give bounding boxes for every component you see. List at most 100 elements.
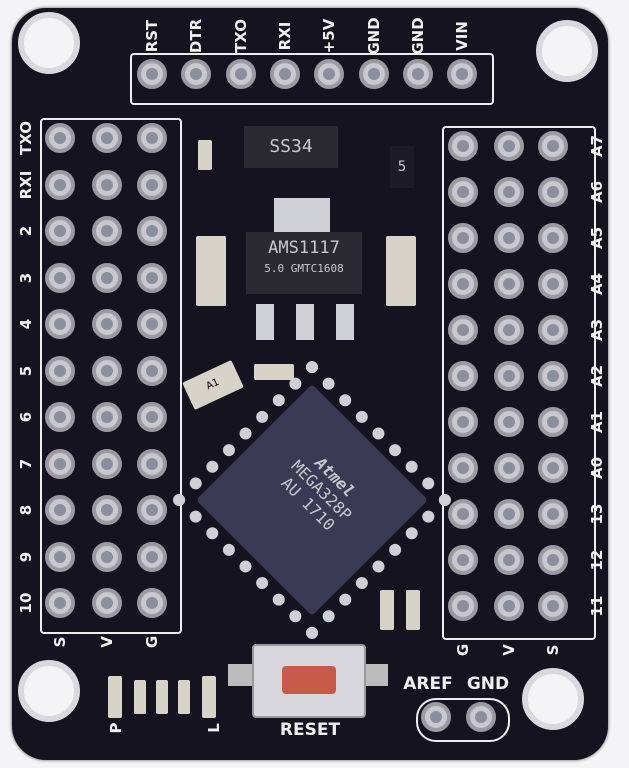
pin-label: TXO xyxy=(17,120,35,156)
pin-4[interactable] xyxy=(92,309,122,339)
pin-5[interactable] xyxy=(45,355,75,386)
pin-3[interactable] xyxy=(137,262,167,293)
pin-a5[interactable] xyxy=(538,223,568,253)
pin-a1[interactable] xyxy=(538,407,568,437)
pin-rxi[interactable] xyxy=(45,169,75,200)
pin-a2[interactable] xyxy=(494,361,524,391)
pin-4[interactable] xyxy=(137,309,167,339)
pin-label: +5V xyxy=(320,18,339,54)
pin-7[interactable] xyxy=(137,448,167,479)
column-label: G xyxy=(143,635,161,649)
pin-a2[interactable] xyxy=(448,361,478,391)
pin-10[interactable] xyxy=(45,588,75,618)
pin-a5[interactable] xyxy=(448,223,478,253)
pin-10[interactable] xyxy=(137,588,167,618)
header-pin-dtr[interactable] xyxy=(181,59,212,89)
pin-label: DTR xyxy=(187,18,206,54)
pin-6[interactable] xyxy=(45,402,75,432)
pin-label: A3 xyxy=(588,318,606,342)
pin-a0[interactable] xyxy=(448,453,478,483)
pin-a7[interactable] xyxy=(448,131,478,161)
pin-2[interactable] xyxy=(137,216,167,246)
pin-3[interactable] xyxy=(45,262,75,293)
pin-8[interactable] xyxy=(92,495,122,525)
resistor xyxy=(380,590,394,630)
pin-11[interactable] xyxy=(538,591,568,621)
pin-13[interactable] xyxy=(538,499,568,529)
pin-5[interactable] xyxy=(92,355,122,386)
pin-a0[interactable] xyxy=(494,453,524,483)
pin-9[interactable] xyxy=(92,541,122,572)
pin-13[interactable] xyxy=(448,499,478,529)
left-header-outline xyxy=(40,118,182,634)
pin-label: A2 xyxy=(588,364,606,388)
pin-10[interactable] xyxy=(92,588,122,618)
pin-a4[interactable] xyxy=(538,269,568,299)
pin-7[interactable] xyxy=(45,448,75,479)
pin-a7[interactable] xyxy=(538,131,568,161)
pin-a4[interactable] xyxy=(494,269,524,299)
pin-rxi[interactable] xyxy=(92,169,122,200)
pin-11[interactable] xyxy=(494,591,524,621)
pin-rxi[interactable] xyxy=(137,169,167,200)
header-pin-rxi[interactable] xyxy=(269,59,300,89)
pin-label: TXO xyxy=(231,18,250,54)
pin-a6[interactable] xyxy=(448,177,478,207)
aref-header-outline xyxy=(416,698,510,742)
pin-a6[interactable] xyxy=(538,177,568,207)
pin-a5[interactable] xyxy=(494,223,524,253)
pin-a1[interactable] xyxy=(448,407,478,437)
pin-6[interactable] xyxy=(137,402,167,432)
pin-gnd[interactable] xyxy=(466,702,496,732)
pin-label: A6 xyxy=(588,180,606,204)
pin-2[interactable] xyxy=(45,216,75,246)
header-pin-txo[interactable] xyxy=(225,59,256,89)
pin-aref[interactable] xyxy=(421,702,451,732)
diode-ss34: SS34 xyxy=(244,126,338,168)
pin-a2[interactable] xyxy=(538,361,568,391)
pin-a3[interactable] xyxy=(538,315,568,345)
pin-a1[interactable] xyxy=(494,407,524,437)
pin-a7[interactable] xyxy=(494,131,524,161)
pin-a0[interactable] xyxy=(538,453,568,483)
pin-label: 2 xyxy=(17,225,35,237)
header-pin-rst[interactable] xyxy=(137,59,167,89)
header-pin-gnd[interactable] xyxy=(402,59,433,89)
resistor xyxy=(406,590,420,630)
pin-label: A4 xyxy=(588,272,606,296)
pin-8[interactable] xyxy=(45,495,75,525)
pin-12[interactable] xyxy=(448,545,478,575)
pin-8[interactable] xyxy=(137,495,167,525)
pin-label: 13 xyxy=(588,503,606,525)
pin-label: A7 xyxy=(588,134,606,158)
pin-12[interactable] xyxy=(494,545,524,575)
reset-button[interactable] xyxy=(252,644,366,718)
pin-11[interactable] xyxy=(448,591,478,621)
pin-13[interactable] xyxy=(494,499,524,529)
pin-6[interactable] xyxy=(92,402,122,432)
header-pin-gnd[interactable] xyxy=(358,59,389,89)
aref-label: AREF xyxy=(403,674,453,694)
pin-9[interactable] xyxy=(137,541,167,572)
pin-a3[interactable] xyxy=(448,315,478,345)
pin-9[interactable] xyxy=(45,541,75,572)
regulator-ams1117: AMS1117 5.0 GMTC1608 xyxy=(246,232,362,294)
resistor xyxy=(198,140,212,170)
header-pin-+5v[interactable] xyxy=(314,59,345,89)
pin-12[interactable] xyxy=(538,545,568,575)
pin-4[interactable] xyxy=(45,309,75,339)
pin-txo[interactable] xyxy=(92,123,122,153)
pin-label: 5 xyxy=(17,365,35,376)
pin-txo[interactable] xyxy=(137,123,167,153)
pin-a4[interactable] xyxy=(448,269,478,299)
capacitor xyxy=(386,236,416,306)
pin-5[interactable] xyxy=(137,355,167,386)
pin-txo[interactable] xyxy=(45,123,75,153)
header-pin-vin[interactable] xyxy=(447,59,478,89)
pin-7[interactable] xyxy=(92,448,122,479)
pin-a6[interactable] xyxy=(494,177,524,207)
pin-2[interactable] xyxy=(92,216,122,246)
top-header-outline xyxy=(130,53,494,105)
pin-a3[interactable] xyxy=(494,315,524,345)
pin-3[interactable] xyxy=(92,262,122,293)
